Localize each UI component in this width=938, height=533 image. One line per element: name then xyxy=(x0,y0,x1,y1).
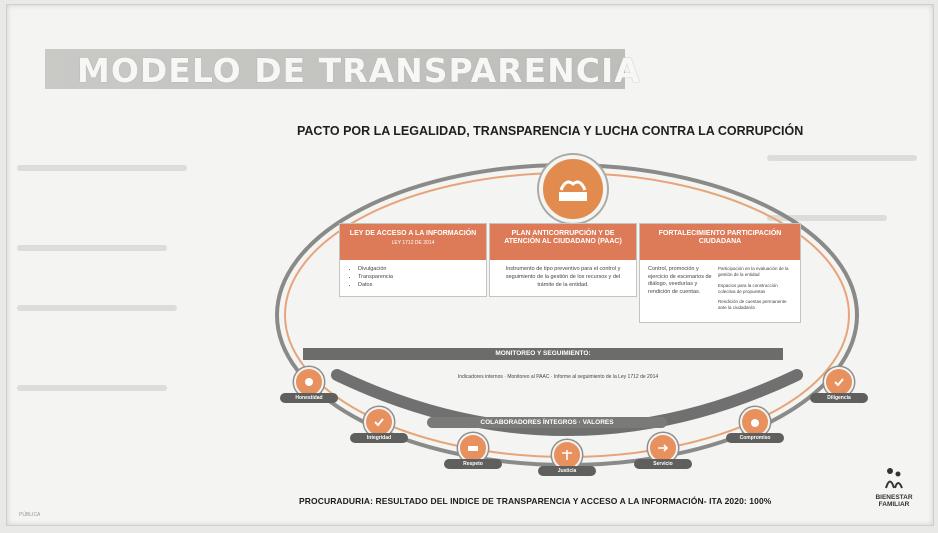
list-item: Participación en la evaluación de la ges… xyxy=(718,266,789,277)
value-respeto: Respeto xyxy=(441,433,505,469)
arrow-icon xyxy=(648,433,678,463)
value-honestidad: Honestidad xyxy=(277,367,341,403)
value-label: Honestidad xyxy=(280,393,338,403)
column-body: Divulgación Transparencia Datos xyxy=(340,260,486,296)
value-label: Diligencia xyxy=(810,393,868,403)
column-title: LEY DE ACCESO A LA INFORMACIÓN xyxy=(349,230,477,237)
value-label: Compromiso xyxy=(726,433,784,443)
column-subtitle: LEY 1712 DE 2014 xyxy=(391,240,435,247)
brand-logo: BIENESTAR FAMILIAR xyxy=(873,467,915,509)
list-item: Espacios para la construcción colectiva … xyxy=(718,282,778,294)
pact-logo-icon xyxy=(539,155,607,223)
brand-line2: FAMILIAR xyxy=(878,501,910,509)
column-body: Control, promoción y ejercicio de escena… xyxy=(640,260,800,322)
value-compromiso: Compromiso xyxy=(723,407,787,443)
column-heading: PLAN ANTICORRUPCIÓN Y DE ATENCIÓN AL CIU… xyxy=(490,224,636,260)
column-body-left: Control, promoción y ejercicio de escena… xyxy=(648,266,712,296)
column-ley-acceso: LEY DE ACCESO A LA INFORMACIÓN LEY 1712 … xyxy=(339,223,487,297)
value-label: Justicia xyxy=(538,466,596,476)
slide: MODELO DE TRANSPARENCIA PACTO POR LA LEG… xyxy=(6,4,934,526)
column-body: Instrumento de tipo preventivo para el c… xyxy=(505,266,621,288)
corner-label: PÚBLICA xyxy=(19,512,41,518)
value-label: Respeto xyxy=(444,459,502,469)
valores-band: COLABORADORES ÍNTEGROS · VALORES xyxy=(427,417,667,428)
value-label: Servicio xyxy=(634,459,692,469)
monitoreo-text: Indicadores internos · Monitoreo al PAAC… xyxy=(457,374,659,380)
column-heading: FORTALECIMIENTO PARTICIPACIÓN CIUDADANA xyxy=(640,224,800,260)
title-band xyxy=(45,49,625,89)
value-diligencia: Diligencia xyxy=(807,367,871,403)
pacto-heading: PACTO POR LA LEGALIDAD, TRANSPARENCIA Y … xyxy=(297,124,804,138)
family-logo-icon xyxy=(885,468,903,489)
list-item: Divulgación xyxy=(358,266,478,274)
column-paac: PLAN ANTICORRUPCIÓN Y DE ATENCIÓN AL CIU… xyxy=(489,223,637,297)
list-item: Transparencia xyxy=(358,274,478,282)
value-label: Integridad xyxy=(350,433,408,443)
column-heading: LEY DE ACCESO A LA INFORMACIÓN LEY 1712 … xyxy=(340,224,486,260)
hands-icon xyxy=(294,367,324,397)
footer-note: PROCURADURIA: RESULTADO DEL INDICE DE TR… xyxy=(299,496,772,506)
page-title: MODELO DE TRANSPARENCIA xyxy=(77,51,641,90)
value-integridad: Integridad xyxy=(347,407,411,443)
column-title: PLAN ANTICORRUPCIÓN Y DE ATENCIÓN AL CIU… xyxy=(504,230,622,246)
brand-line1: BIENESTAR xyxy=(875,494,913,501)
column-title: FORTALECIMIENTO PARTICIPACIÓN CIUDADANA xyxy=(658,230,782,246)
column-participacion: FORTALECIMIENTO PARTICIPACIÓN CIUDADANA … xyxy=(639,223,801,324)
value-justicia: Justicia xyxy=(535,440,599,476)
value-servicio: Servicio xyxy=(631,433,695,469)
list-item: Rendición de cuentas permanente ante la … xyxy=(718,299,787,311)
column-body-right: Participación en la evaluación de la ges… xyxy=(718,266,792,316)
list-item: Datos xyxy=(358,282,478,290)
monitoreo-band: MONITOREO Y SEGUIMIENTO: xyxy=(303,348,783,360)
